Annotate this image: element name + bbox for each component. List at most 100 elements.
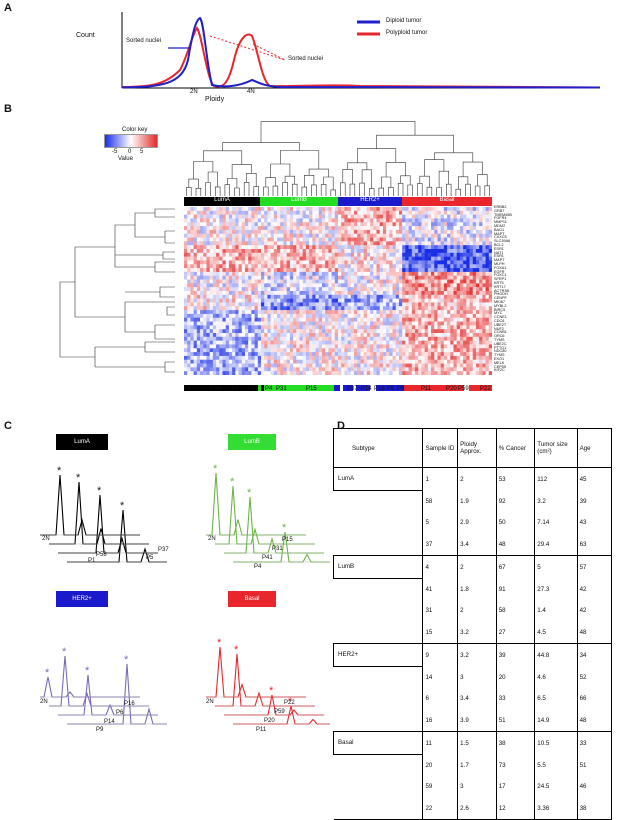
heatmap-cell: [427, 352, 432, 357]
heatmap-cell: [219, 294, 223, 299]
heatmap-cell: [212, 310, 217, 315]
cell-cancer: 51: [495, 709, 536, 732]
heatmap-cell: [184, 233, 188, 238]
heatmap-cell: [443, 226, 448, 231]
heatmap-cell: [219, 329, 223, 334]
heatmap-cell: [357, 291, 361, 296]
heatmap-cell: [293, 210, 297, 215]
heatmap-cell: [440, 355, 445, 361]
heatmap-cell: [437, 275, 441, 280]
heatmap-cell: [206, 363, 210, 368]
heatmap-cell: [289, 237, 294, 242]
heatmap-cell: [431, 210, 435, 215]
heatmap-cell: [437, 210, 441, 215]
heatmap-cell: [232, 367, 236, 372]
heatmap-cell: [463, 229, 467, 235]
heatmap-cell: [354, 306, 358, 311]
heatmap-cell: [216, 283, 220, 288]
heatmap-cell: [415, 336, 419, 341]
heatmap-cell: [209, 317, 214, 322]
cell-age: 43: [576, 512, 613, 534]
heatmap-cell: [373, 329, 377, 334]
heatmap-cell: [325, 313, 329, 319]
heatmap-cell: [370, 291, 374, 296]
cell-id: 1: [422, 467, 459, 490]
heatmap-cell: [427, 233, 432, 238]
heatmap-cell: [434, 298, 438, 303]
heatmap-cell: [415, 329, 419, 334]
heatmap-cell: [212, 256, 217, 261]
heatmap-cell: [270, 245, 275, 250]
heatmap-cell: [328, 218, 332, 223]
heatmap-cell: [321, 264, 326, 269]
heatmap-cell: [187, 249, 191, 254]
heatmap-cell: [366, 249, 371, 254]
heatmap-cell: [325, 226, 329, 231]
heatmap-cell: [338, 363, 342, 368]
heatmap-cell: [222, 287, 227, 292]
heatmap-cell: [453, 306, 458, 311]
heatmap-cell: [216, 352, 220, 357]
heatmap-cell: [251, 317, 255, 322]
heatmap-cell: [190, 371, 194, 375]
heatmap-cell: [402, 371, 406, 375]
heatmap-cell: [402, 294, 406, 299]
heatmap-cell: [450, 260, 454, 265]
heatmap-cell: [273, 233, 278, 238]
heatmap-cell: [299, 336, 304, 341]
heatmap-cell: [411, 367, 416, 372]
heatmap-cell: [244, 260, 249, 265]
heatmap-cell: [309, 302, 313, 307]
heatmap-cell: [190, 355, 194, 361]
heatmap-cell: [238, 207, 243, 212]
ploidy-trace: [215, 653, 315, 707]
heatmap-cell: [482, 271, 486, 277]
heatmap-cell: [415, 283, 419, 288]
heatmap-cell: [450, 355, 454, 361]
heatmap-cell: [321, 363, 326, 368]
heatmap-cell: [286, 313, 291, 319]
heatmap-cell: [482, 298, 486, 303]
heatmap-cell: [261, 359, 265, 364]
heatmap-cell: [347, 287, 352, 292]
heatmap-cell: [235, 229, 239, 235]
heatmap-cell: [193, 245, 198, 250]
group-label-luma: LumA: [56, 434, 108, 450]
heatmap-cell: [264, 237, 268, 242]
heatmap-cell: [232, 363, 236, 368]
heatmap-cell: [244, 348, 249, 353]
heatmap-cell: [347, 302, 352, 307]
heatmap-cell: [216, 310, 220, 315]
heatmap-cell: [373, 260, 377, 265]
heatmap-cell: [354, 218, 358, 223]
heatmap-cell: [450, 340, 454, 345]
heatmap-cell: [219, 275, 223, 280]
heatmap-cell: [225, 229, 230, 235]
heatmap-cell: [443, 291, 448, 296]
heatmap-cell: [427, 241, 432, 246]
heatmap-cell: [373, 363, 377, 368]
heatmap-cell: [190, 271, 194, 277]
heatmap-cell: [212, 237, 217, 242]
heatmap-cell: [261, 233, 265, 238]
heatmap-cell: [216, 371, 220, 375]
heatmap-cell: [344, 344, 348, 349]
heatmap-cell: [421, 214, 425, 219]
heatmap-cell: [373, 226, 377, 231]
heatmap-cell: [270, 306, 275, 311]
heatmap-cell: [437, 226, 441, 231]
heatmap-cell: [318, 340, 323, 345]
heatmap-cell: [305, 275, 310, 280]
heatmap-cell: [363, 302, 368, 307]
heatmap-cell: [254, 352, 259, 357]
heatmap-cell: [479, 313, 483, 319]
heatmap-cell: [334, 268, 339, 273]
heatmap-cell: [251, 287, 255, 292]
heatmap-cell: [392, 291, 397, 296]
heatmap-cell: [376, 336, 381, 341]
heatmap-cell: [203, 260, 207, 265]
heatmap-cell: [450, 317, 454, 322]
heatmap-cell: [325, 256, 329, 261]
heatmap-cell: [222, 283, 227, 288]
heatmap-cell: [305, 260, 310, 265]
